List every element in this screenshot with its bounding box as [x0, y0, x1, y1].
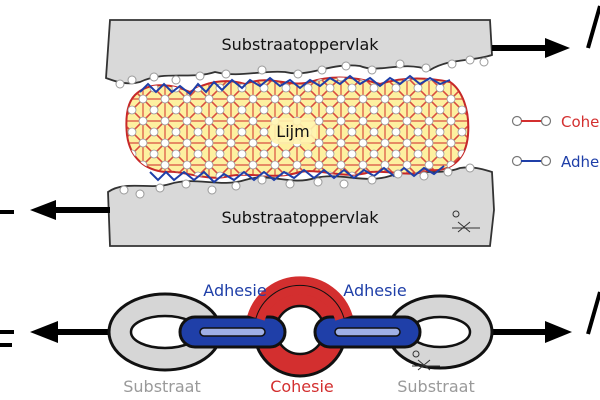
adhesion-bonds-top [139, 74, 451, 96]
gap-molecules [115, 55, 489, 199]
substrate-top-label: Substraatoppervlak [221, 35, 379, 54]
pull-arrow-top-left [0, 200, 110, 220]
chain-label-adhesion-right: Adhesie [343, 281, 406, 300]
chain-label-cohesion: Cohesie [270, 377, 334, 396]
pull-arrow-top-right [492, 5, 600, 58]
adhesive-layer: Lijm [125, 74, 470, 184]
chain-label-substrate-left: Substraat [123, 377, 201, 396]
legend-item-adhesion: Adhe [511, 153, 599, 171]
substrate-bottom-label: Substraatoppervlak [221, 208, 379, 227]
copyright-mark-top [452, 210, 480, 233]
pull-arrow-chain-left [0, 321, 120, 347]
bottom-substrate [107, 166, 495, 247]
chain-label-substrate-right: Substraat [397, 377, 475, 396]
copyright-mark-chain [412, 350, 440, 371]
top-substrate [105, 19, 493, 85]
chain-link-adhesion-right [313, 315, 422, 349]
legend: Cohe Adhe [511, 113, 599, 171]
chain-link-substrate-right [386, 294, 494, 370]
chain-label-adhesion-left: Adhesie [203, 281, 266, 300]
pull-arrow-chain-right [490, 291, 600, 343]
chain-link-adhesion-left [178, 315, 287, 349]
legend-item-cohesion: Cohe [511, 113, 599, 131]
legend-label-adhesion: Adhe [561, 153, 599, 171]
adhesive-label: Lijm [276, 122, 309, 141]
legend-label-cohesion: Cohe [561, 113, 599, 131]
chain: Adhesie Adhesie Substraat Cohesie Substr… [0, 276, 600, 396]
